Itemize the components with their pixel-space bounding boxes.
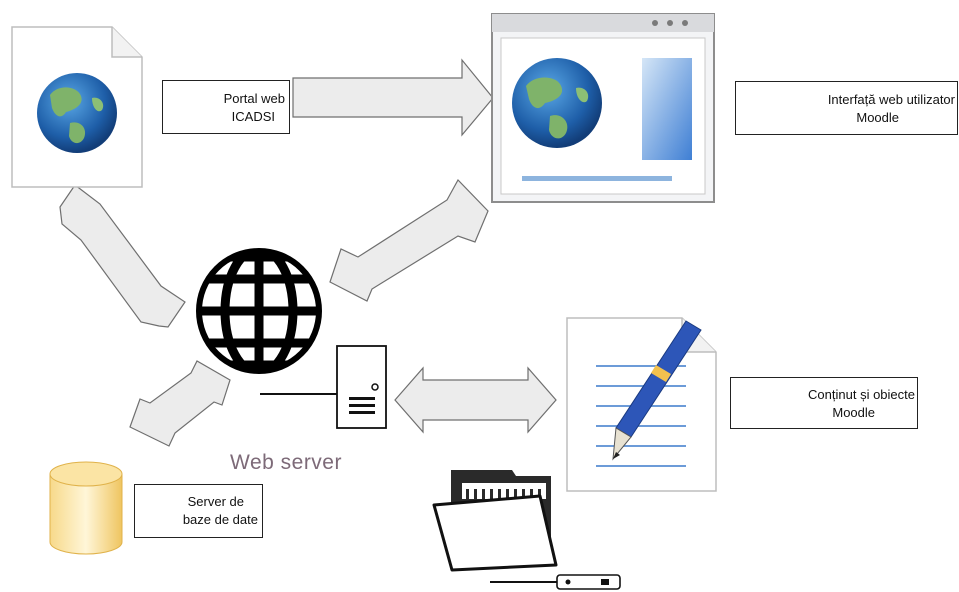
database-icon [49, 461, 123, 555]
content-objects-label: Conținut și obiecte Moodle [730, 377, 918, 429]
moodle-ui-label: Interfață web utilizator Moodle [735, 81, 958, 135]
moodle-ui-line2: Moodle [856, 110, 899, 125]
arrow-internet-moodle-ui [329, 178, 489, 302]
database-server-line1: Server de [187, 494, 244, 509]
arrow-portal-to-moodle-ui [292, 58, 494, 137]
database-server-line2: baze de date [182, 512, 258, 527]
globe-document-icon [11, 26, 143, 188]
server-tower-icon [260, 345, 387, 429]
moodle-ui-line1: Interfață web utilizator [827, 92, 955, 107]
arrow-server-content [394, 366, 557, 434]
arrow-internet-portal [59, 184, 186, 328]
content-objects-line2: Moodle [832, 405, 875, 420]
portal-web-label: Portal web ICADSI [162, 80, 290, 134]
content-objects-line1: Conținut și obiecte [808, 387, 915, 402]
document-pen-icon [566, 317, 717, 492]
folder-icon [432, 470, 558, 572]
arrow-internet-database [129, 360, 231, 447]
web-server-label: Web server [230, 451, 342, 474]
portal-web-line2: ICADSI [231, 109, 275, 124]
internet-globe-icon [196, 248, 322, 374]
browser-window-icon [491, 13, 715, 203]
network-cable-icon [490, 574, 621, 590]
portal-web-line1: Portal web [223, 91, 285, 106]
database-server-label: Server de baze de date [134, 484, 263, 538]
